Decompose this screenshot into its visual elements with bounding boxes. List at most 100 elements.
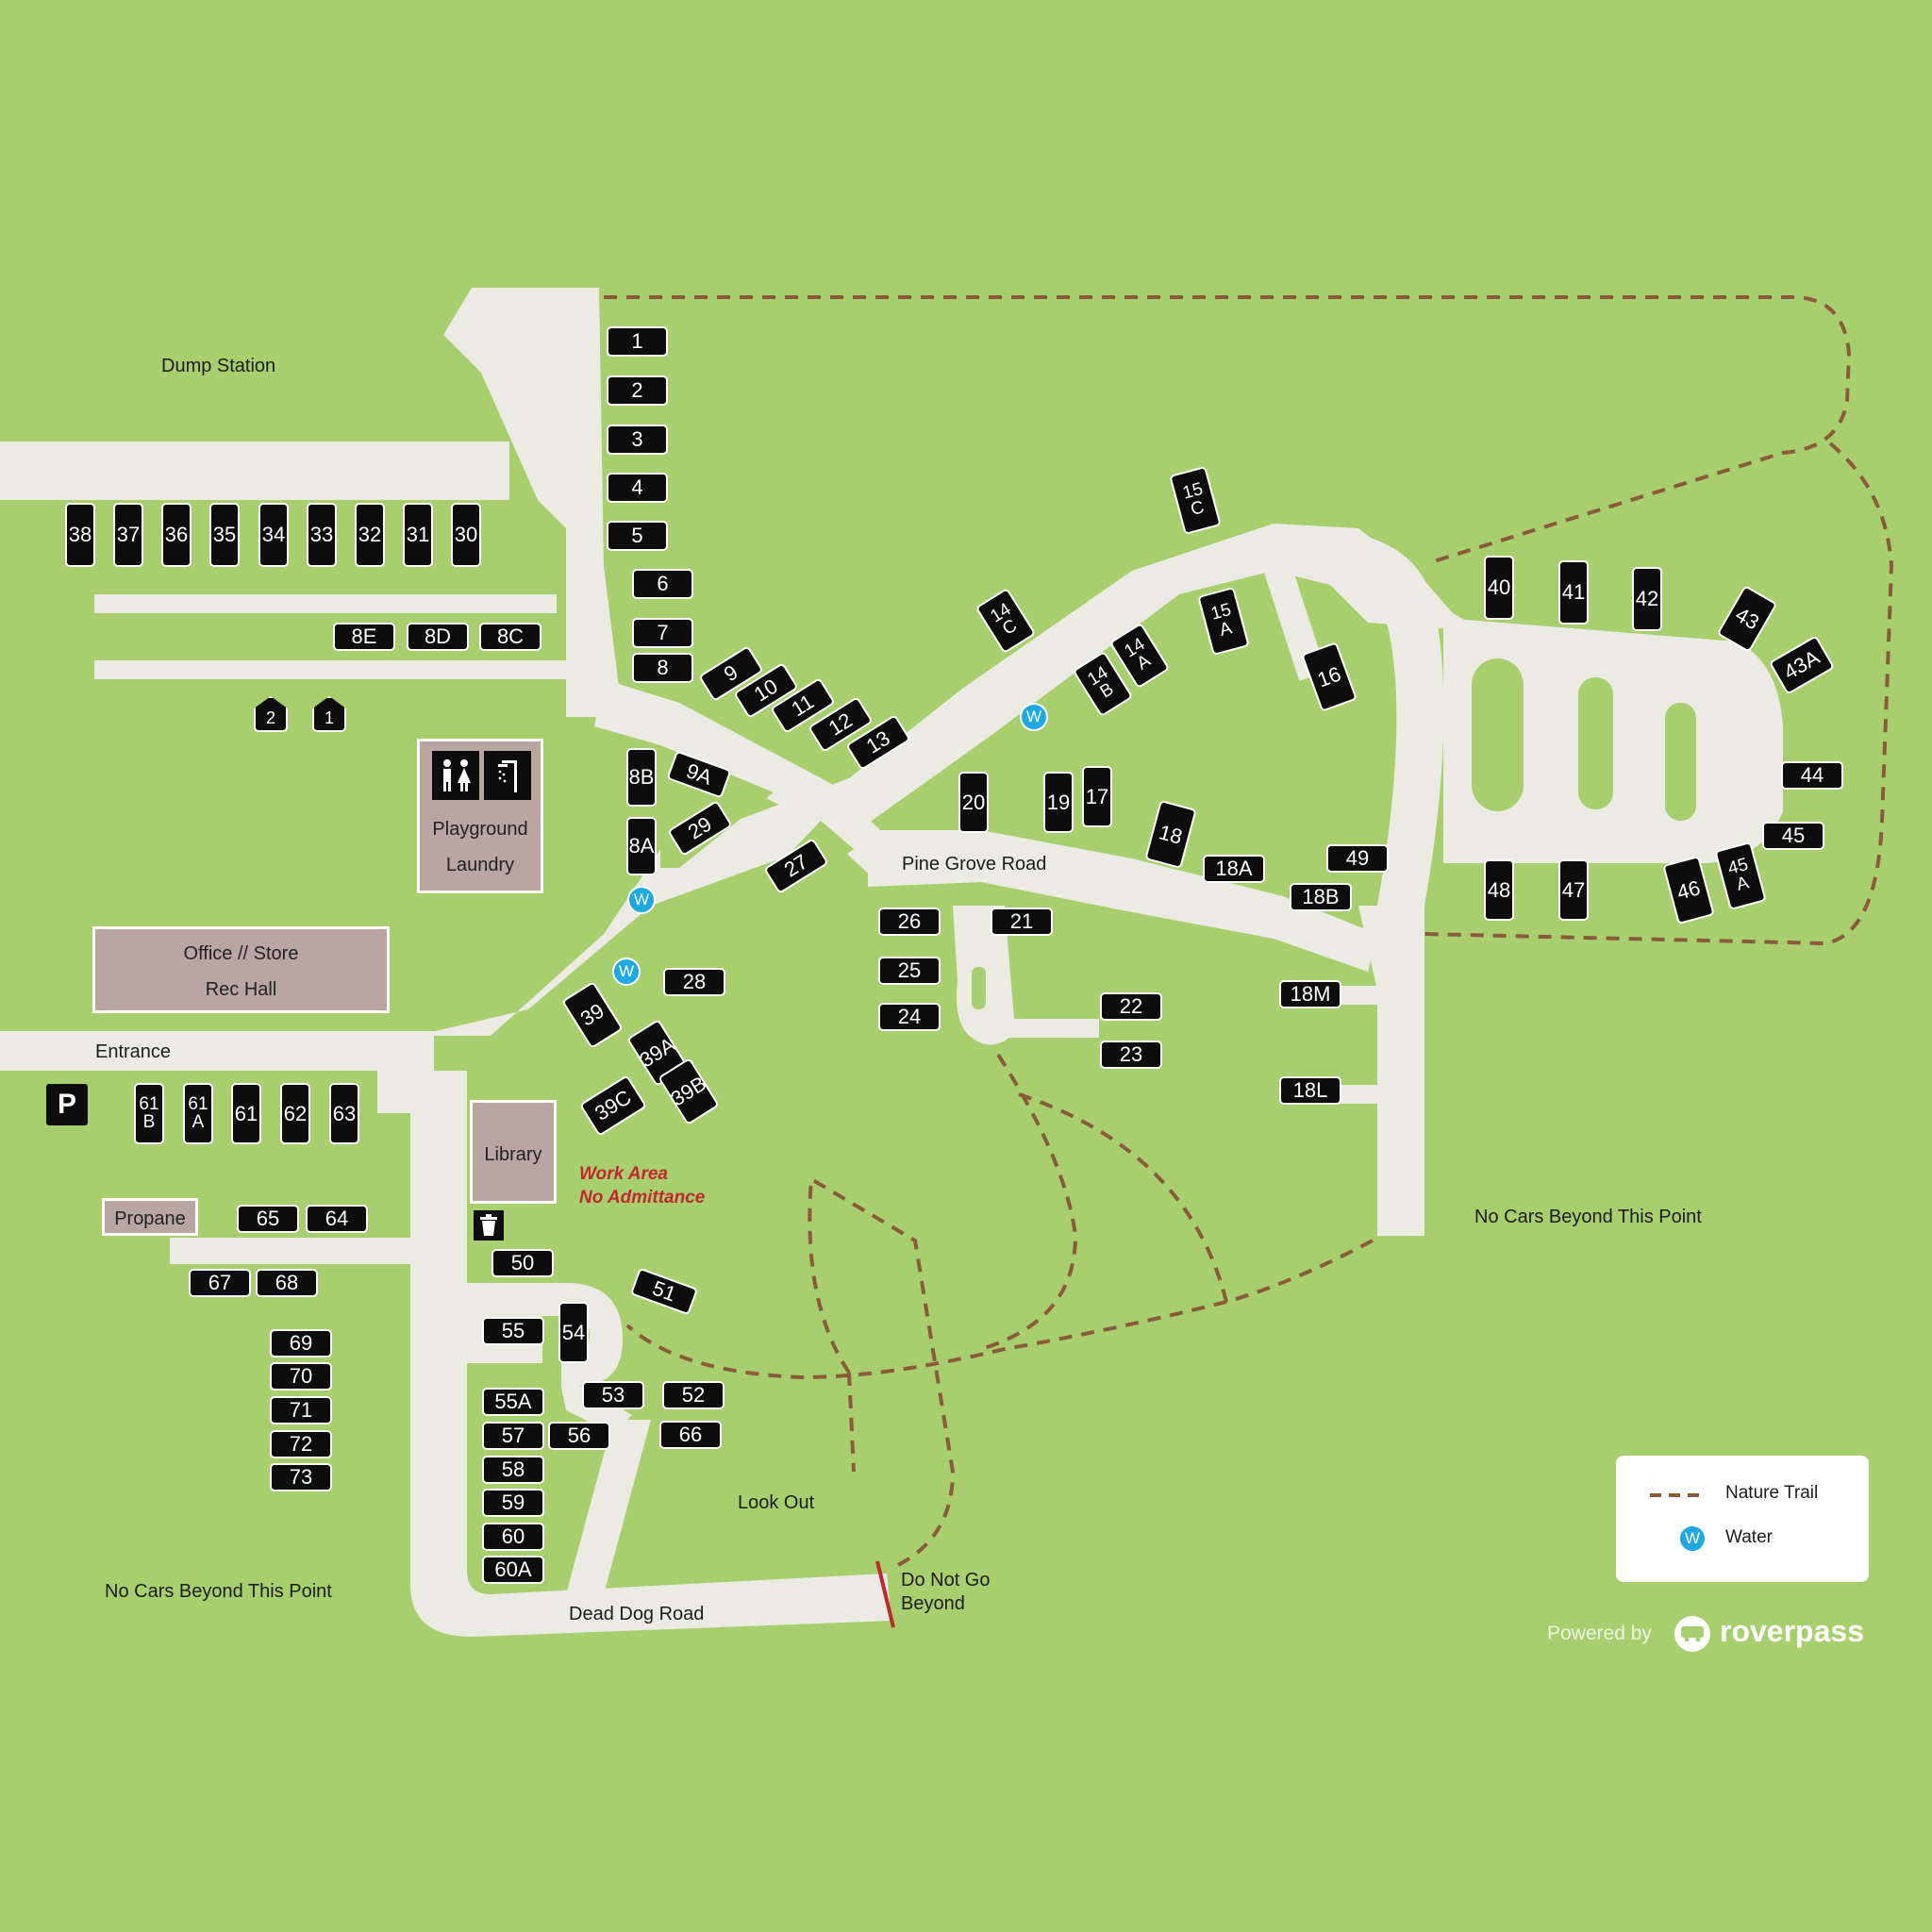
no-admittance-label: No Admittance	[579, 1188, 706, 1208]
campsite-45[interactable]: 45	[1762, 822, 1824, 850]
road-8-row-bottom	[94, 660, 566, 679]
campsite-55a[interactable]: 55A	[482, 1388, 544, 1416]
office-store-building: Office // Store Rec Hall	[92, 926, 390, 1013]
campsite-68[interactable]: 68	[256, 1269, 318, 1297]
campsite-62[interactable]: 62	[280, 1083, 310, 1144]
campsite-32[interactable]: 32	[355, 503, 385, 567]
trail-north	[604, 295, 1852, 563]
campsite-5[interactable]: 5	[607, 521, 668, 551]
campsite-8b[interactable]: 8B	[626, 748, 657, 807]
trail-east	[1424, 441, 1894, 946]
trash-icon	[474, 1210, 504, 1241]
no-cars-left-label: No Cars Beyond This Point	[105, 1581, 332, 1602]
campsite-21[interactable]: 21	[991, 908, 1053, 936]
campsite-55[interactable]: 55	[482, 1317, 544, 1345]
campsite-58[interactable]: 58	[482, 1456, 544, 1484]
roverpass-brand[interactable]: roverpass	[1720, 1614, 1864, 1648]
powered-by-label: Powered by	[1547, 1623, 1652, 1644]
campsite-63[interactable]: 63	[329, 1083, 359, 1144]
legend-water-label: Water	[1725, 1527, 1773, 1547]
campsite-53[interactable]: 53	[582, 1381, 644, 1409]
campsite-61b[interactable]: 61 B	[134, 1083, 164, 1144]
road-8-row-top	[94, 594, 557, 613]
campsite-8[interactable]: 8	[632, 653, 693, 683]
campsite-33[interactable]: 33	[307, 503, 337, 567]
road-dump-station	[0, 441, 509, 500]
campsite-60a[interactable]: 60A	[482, 1556, 544, 1584]
campsite-57[interactable]: 57	[482, 1422, 544, 1450]
campsite-37[interactable]: 37	[113, 503, 143, 567]
campsite-1[interactable]: 1	[607, 326, 668, 357]
campsite-44[interactable]: 44	[1781, 761, 1843, 790]
campsite-40[interactable]: 40	[1484, 556, 1514, 620]
campsite-3[interactable]: 3	[607, 425, 668, 455]
road-east-vertical	[1358, 906, 1424, 1236]
campsite-69[interactable]: 69	[270, 1329, 332, 1357]
restroom-icon	[432, 751, 479, 800]
campsite-60[interactable]: 60	[482, 1523, 544, 1551]
campsite-4[interactable]: 4	[607, 473, 668, 503]
campsite-35[interactable]: 35	[209, 503, 240, 567]
campsite-41[interactable]: 41	[1558, 560, 1589, 625]
road-main-north	[443, 288, 623, 717]
campsite-61[interactable]: 61	[231, 1083, 261, 1144]
campsite-17[interactable]: 17	[1082, 766, 1112, 827]
campsite-54[interactable]: 54	[558, 1302, 589, 1363]
road-24-loop	[953, 906, 1099, 1045]
campsite-65[interactable]: 65	[237, 1205, 299, 1233]
trail-south-4	[808, 1175, 956, 1568]
campsite-31[interactable]: 31	[403, 503, 433, 567]
campsite-52[interactable]: 52	[662, 1381, 724, 1409]
campsite-28[interactable]: 28	[663, 968, 725, 996]
campsite-50[interactable]: 50	[491, 1249, 554, 1277]
road-56-spur	[561, 1387, 632, 1434]
campsite-7[interactable]: 7	[632, 618, 693, 648]
campsite-66[interactable]: 66	[659, 1421, 722, 1449]
nature-trail-swatch	[1650, 1493, 1707, 1497]
campsite-18m[interactable]: 18M	[1279, 980, 1341, 1008]
playground-laundry-building: Playground Laundry	[417, 739, 543, 893]
campsite-48[interactable]: 48	[1484, 859, 1514, 921]
campsite-36[interactable]: 36	[161, 503, 192, 567]
campsite-26[interactable]: 26	[878, 908, 941, 936]
water-marker: W	[627, 886, 656, 914]
campsite-72[interactable]: 72	[270, 1430, 332, 1458]
campsite-25[interactable]: 25	[878, 957, 941, 985]
entrance-label: Entrance	[95, 1041, 172, 1062]
campsite-2[interactable]: 2	[607, 375, 668, 406]
campsite-20[interactable]: 20	[958, 772, 989, 833]
campsite-8d[interactable]: 8D	[407, 623, 469, 651]
campsite-49[interactable]: 49	[1326, 844, 1389, 873]
campsite-38[interactable]: 38	[65, 503, 95, 567]
campsite-71[interactable]: 71	[270, 1396, 332, 1424]
campsite-19[interactable]: 19	[1043, 772, 1074, 833]
campsite-67[interactable]: 67	[189, 1269, 251, 1297]
campsite-18b[interactable]: 18B	[1290, 883, 1352, 911]
campsite-42[interactable]: 42	[1632, 567, 1662, 631]
campsite-8c[interactable]: 8C	[479, 623, 541, 651]
campsite-23[interactable]: 23	[1100, 1041, 1162, 1069]
campsite-64[interactable]: 64	[306, 1205, 368, 1233]
do-not-go-line	[875, 1560, 895, 1628]
campsite-24[interactable]: 24	[878, 1003, 941, 1031]
campsite-22[interactable]: 22	[1100, 992, 1162, 1021]
campsite-8a[interactable]: 8A	[626, 817, 657, 875]
campsite-70[interactable]: 70	[270, 1362, 332, 1391]
road-west-vertical	[410, 1071, 891, 1637]
campsite-30[interactable]: 30	[451, 503, 481, 567]
campsite-61a[interactable]: 61 A	[183, 1083, 213, 1144]
legend-nature-trail-label: Nature Trail	[1725, 1483, 1819, 1503]
campsite-73[interactable]: 73	[270, 1463, 332, 1491]
island-1	[1472, 658, 1524, 811]
campsite-47[interactable]: 47	[1558, 859, 1589, 921]
trail-south-3	[1018, 1092, 1228, 1303]
campsite-18l[interactable]: 18L	[1279, 1076, 1341, 1105]
campsite-56[interactable]: 56	[548, 1422, 610, 1450]
campsite-18a[interactable]: 18A	[1203, 855, 1265, 883]
campsite-6[interactable]: 6	[632, 569, 693, 599]
campsite-8e[interactable]: 8E	[333, 623, 395, 651]
pine-grove-road-label: Pine Grove Road	[902, 854, 1047, 874]
campsite-34[interactable]: 34	[258, 503, 289, 567]
campsite-59[interactable]: 59	[482, 1489, 544, 1517]
